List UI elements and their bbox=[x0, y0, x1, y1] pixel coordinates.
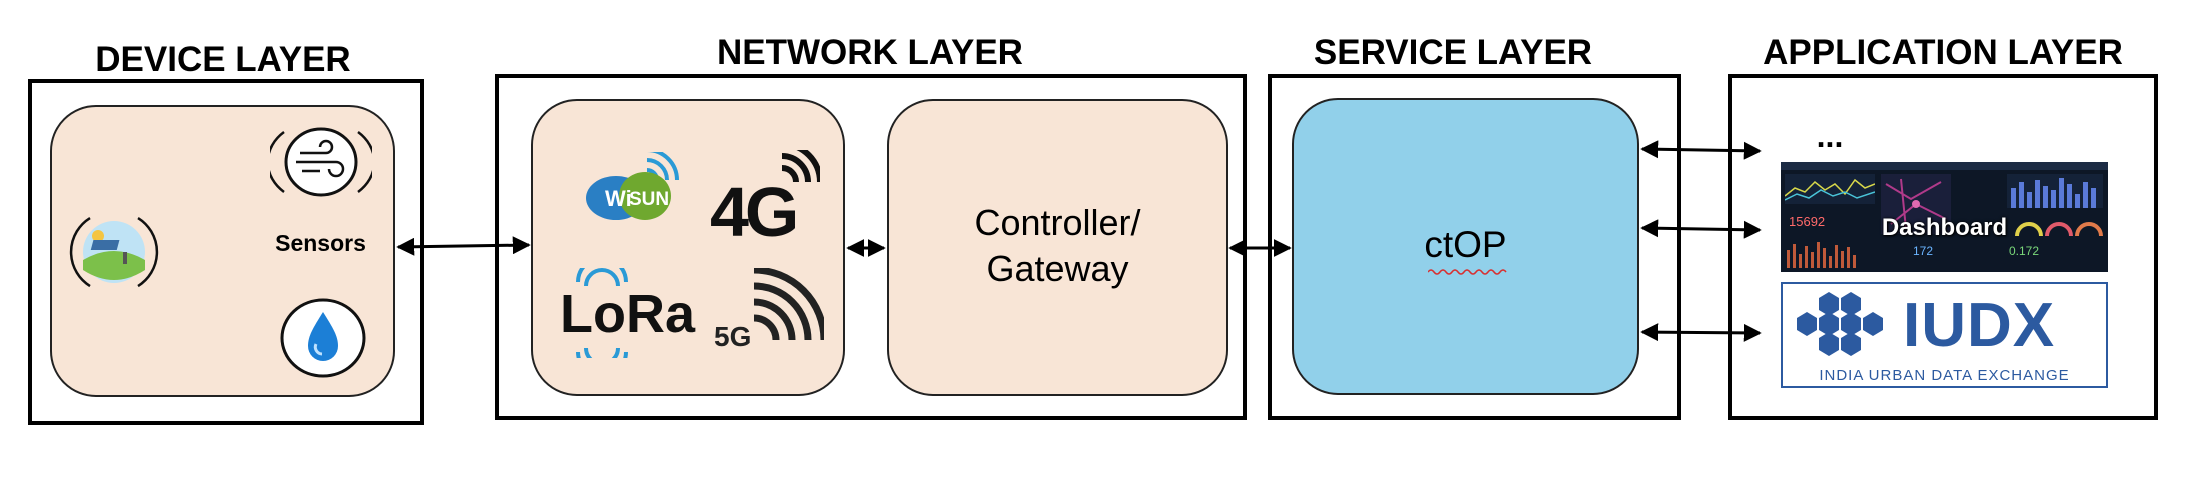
dashboard-chart-icon bbox=[1785, 174, 1875, 204]
lora-text: LoRa bbox=[560, 284, 696, 344]
wind-sensor-icon bbox=[270, 127, 372, 197]
iudx-logo[interactable]: IUDX INDIA URBAN DATA EXCHANGE bbox=[1781, 282, 2108, 388]
controller-gateway-box bbox=[887, 99, 1228, 396]
arrow-ctop-dashboard bbox=[1640, 219, 1762, 239]
4g-text: 4G bbox=[710, 173, 796, 242]
ctop-platform-box bbox=[1292, 98, 1639, 395]
controller-gateway-label: Controller/ Gateway bbox=[887, 200, 1228, 292]
arrow-ctop-iudx bbox=[1640, 323, 1762, 342]
solar-field-sensor-icon bbox=[69, 216, 159, 288]
dashboard-map-icon bbox=[1881, 174, 1951, 234]
dashboard-label: Dashboard bbox=[1881, 214, 2008, 241]
controller-label-line2: Gateway bbox=[986, 248, 1129, 289]
ctop-spellcheck-underline bbox=[1428, 269, 1507, 275]
iudx-subtitle: INDIA URBAN DATA EXCHANGE bbox=[1819, 367, 2070, 384]
dashboard-bottom-chart-icon bbox=[1787, 242, 1856, 268]
iudx-hexagon-cluster-icon bbox=[1797, 292, 1883, 356]
wisun-wi-text: Wi bbox=[605, 186, 632, 211]
dashboard-stat-2: 172 bbox=[1913, 244, 1934, 258]
wisun-sun-text: SUN bbox=[629, 189, 669, 210]
arrow-ctop-app-top bbox=[1640, 140, 1762, 160]
4g-logo-icon: 4G bbox=[710, 150, 820, 242]
application-ellipsis: ... bbox=[1816, 118, 1844, 154]
lora-logo-icon: LoRa bbox=[560, 268, 696, 358]
network-layer-title: NETWORK LAYER bbox=[717, 33, 1023, 72]
arrow-device-network bbox=[396, 236, 531, 256]
controller-label-line1: Controller/ bbox=[974, 202, 1141, 243]
water-drop-sensor-icon bbox=[280, 298, 366, 378]
dashboard-gauges-icon bbox=[2015, 222, 2103, 237]
network-tech-box bbox=[531, 99, 845, 396]
ctop-label: ctOP bbox=[1424, 224, 1507, 265]
device-layer-title: DEVICE LAYER bbox=[95, 40, 351, 79]
5g-text: 5G bbox=[714, 321, 751, 348]
application-layer-title: APPLICATION LAYER bbox=[1763, 33, 2123, 72]
dashboard-bars-icon bbox=[2007, 174, 2103, 208]
service-layer-title: SERVICE LAYER bbox=[1313, 33, 1593, 72]
5g-logo-icon: 5G bbox=[714, 268, 824, 348]
dashboard-stat-1: 15692 bbox=[1789, 214, 1826, 229]
dashboard-stat-3: 0.172 bbox=[2009, 244, 2040, 258]
dashboard-thumbnail[interactable]: 15692 172 0.172 Dashboard bbox=[1781, 162, 2108, 272]
wisun-logo-icon: Wi SUN bbox=[586, 152, 679, 220]
iudx-logo-text: IUDX bbox=[1903, 291, 2056, 360]
sensors-label: Sensors bbox=[275, 230, 366, 256]
